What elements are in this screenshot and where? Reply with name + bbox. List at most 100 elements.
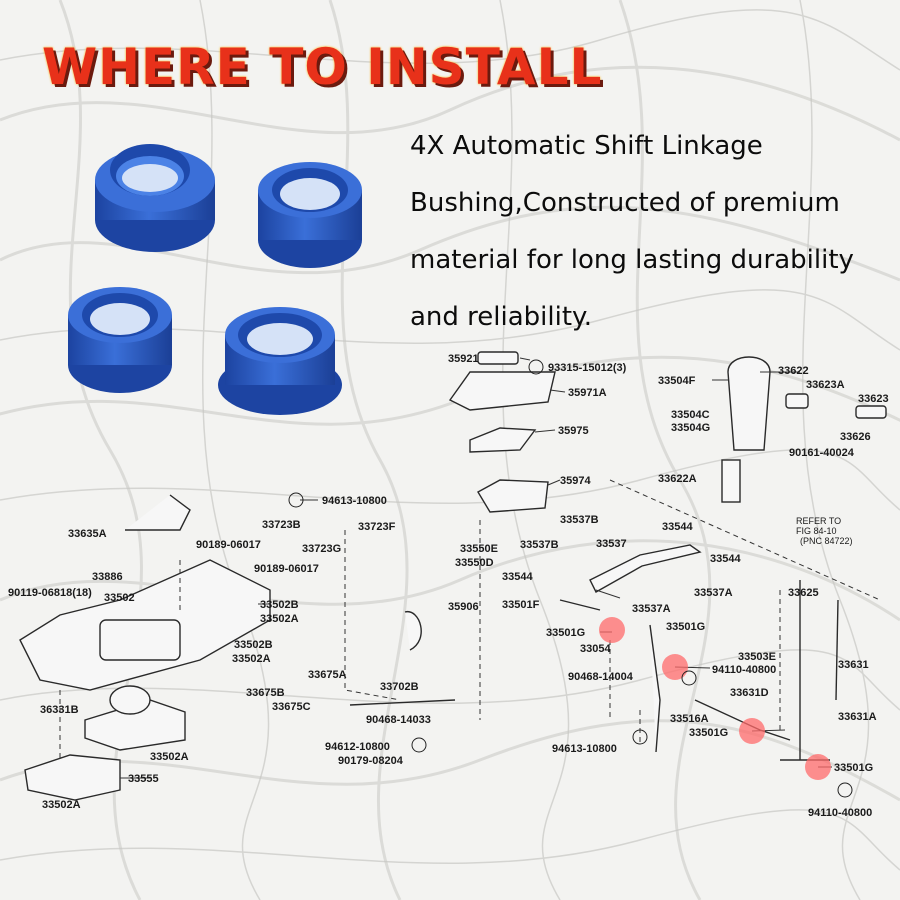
bushing-locations [599, 617, 831, 780]
diagram-label: 33723B [262, 519, 301, 531]
diagram-labels: 35921 93315-15012(3) 35971A 33504F 33622… [8, 353, 889, 819]
part-35975 [469, 427, 537, 453]
diagram-label: 33623A [806, 379, 845, 391]
diagram-label: 33631A [838, 711, 877, 723]
diagram-label: 90468-14004 [568, 671, 634, 683]
part-33623 [785, 393, 809, 409]
shift-rod [649, 624, 661, 753]
part-33702b [349, 699, 456, 706]
diagram-label: 33537 [596, 538, 627, 550]
diagram-label: 33555 [128, 773, 159, 785]
diagram-label: 33054 [580, 643, 611, 655]
diagram-label: 33502 [104, 592, 135, 604]
diagram-label: 90119-06818(18) [8, 587, 92, 599]
diagram-label: 33502B [260, 599, 299, 611]
part-33635a [125, 494, 191, 531]
cable-35906 [404, 611, 422, 651]
headline: WHERE TO INSTALL [42, 38, 603, 96]
diagram-label: 33537A [694, 587, 733, 599]
shift-linkage-diagram: 35921 93315-15012(3) 35971A 33504F 33622… [8, 351, 889, 819]
diagram-label: 36331B [40, 704, 79, 716]
diagram-label: 33501G [689, 727, 728, 739]
shift-boot [109, 685, 151, 715]
diagram-label: REFER TO [796, 516, 841, 526]
diagram-label: 33675C [272, 701, 311, 713]
diagram-label: 94613-10800 [552, 743, 617, 755]
diagram-label: 90468-14033 [366, 714, 431, 726]
part-35974 [477, 479, 549, 513]
diagram-label: 94613-10800 [322, 495, 387, 507]
bushing-2 [258, 162, 362, 268]
part-33555 [24, 754, 121, 801]
shift-knob [727, 356, 771, 451]
diagram-label: 33550E [460, 543, 498, 555]
diagram-label: 90189-06017 [254, 563, 319, 575]
part-33623-b [855, 405, 887, 419]
diagram-label: 33537B [560, 514, 599, 526]
diagram-label: 33501F [502, 599, 540, 611]
diagram-label: 33622A [658, 473, 697, 485]
part-33631 [780, 580, 830, 761]
diagram-markers [288, 359, 853, 798]
diagram-label: 33516A [670, 713, 709, 725]
diagram-label: 33886 [92, 571, 123, 583]
part-33631a [835, 599, 839, 701]
diagram-label: 33501G [546, 627, 585, 639]
bushing-location-4 [805, 754, 831, 780]
diagram-label: 35974 [560, 475, 591, 487]
bushing-3 [68, 287, 172, 393]
diagram-label: 33622 [778, 365, 809, 377]
diagram-label: 33504C [671, 409, 710, 421]
diagram-label: 33503E [738, 651, 776, 663]
bushing-photo [68, 144, 362, 415]
diagram-label: 35975 [558, 425, 589, 437]
diagram-parts [19, 351, 887, 801]
diagram-label: 33504F [658, 375, 696, 387]
diagram-label: 33544 [710, 553, 741, 565]
diagram-label: 33537B [520, 539, 559, 551]
diagram-label: 35971A [568, 387, 607, 399]
diagram-label: 33631 [838, 659, 869, 671]
diagram-label: 33501G [666, 621, 705, 633]
diagram-label: 33723G [302, 543, 341, 555]
diagram-label: 33625 [788, 587, 819, 599]
diagram-label: 33537A [632, 603, 671, 615]
diagram-label: 33502A [232, 653, 271, 665]
part-33537 [589, 544, 702, 593]
diagram-label: 33631D [730, 687, 769, 699]
diagram-label: 94110-40800 [712, 664, 776, 676]
diagram-label: 94612-10800 [325, 741, 390, 753]
diagram-label: 33675B [246, 687, 285, 699]
diagram-dashed-lines [59, 479, 881, 760]
bushing-4 [218, 307, 342, 415]
diagram-label: 33635A [68, 528, 107, 540]
diagram-label: 94110-40800 [808, 807, 872, 819]
base-opening [99, 619, 181, 661]
diagram-label: 33723F [358, 521, 396, 533]
diagram-label: 35921 [448, 353, 479, 365]
diagram-label: 33501G [834, 762, 873, 774]
bushing-1 [95, 144, 215, 252]
diagram-label: 35906 [448, 601, 479, 613]
diagram-label: 33544 [502, 571, 533, 583]
diagram-label: 93315-15012(3) [548, 362, 627, 374]
product-description: 4X Automatic Shift Linkage Bushing,Const… [410, 131, 854, 332]
part-33622a [721, 459, 741, 503]
diagram-label: 33702B [380, 681, 419, 693]
diagram-label: 33550D [455, 557, 494, 569]
diagram-label: 33502B [234, 639, 273, 651]
diagram-label: 90189-06017 [196, 539, 261, 551]
bushing-location-2 [662, 654, 688, 680]
diagram-label: 33504G [671, 422, 710, 434]
bushing-location-3 [739, 718, 765, 744]
bushing-location-1 [599, 617, 625, 643]
diagram-label: 33502A [150, 751, 189, 763]
part-35971a [448, 371, 556, 411]
diagram-label: 33623 [858, 393, 889, 405]
part-35921 [477, 351, 519, 365]
diagram-label: 33502A [42, 799, 81, 811]
diagram-label: 33544 [662, 521, 693, 533]
diagram-label: (PNC 84722) [800, 536, 853, 546]
diagram-label: 33502A [260, 613, 299, 625]
diagram-label: 33626 [840, 431, 871, 443]
